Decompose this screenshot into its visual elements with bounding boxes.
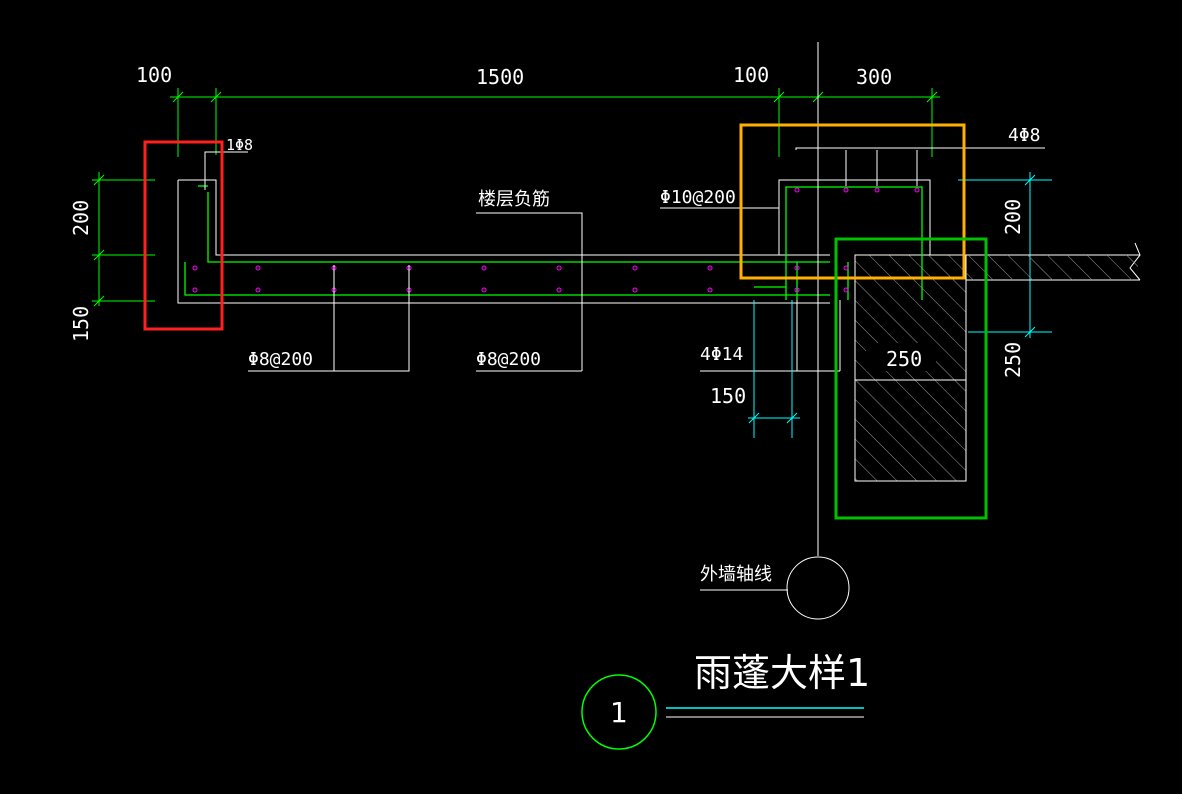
label-slab-bottom-left: Φ8@200 <box>248 349 313 370</box>
dim-left-150: 150 <box>69 306 93 342</box>
rebar-dots <box>192 187 920 293</box>
highlight-box-green <box>834 237 988 520</box>
beam-width-label: 250 <box>866 343 936 371</box>
wall-axis <box>786 42 850 620</box>
slab-outline <box>177 179 830 304</box>
label-beam-stirrup: Φ10@200 <box>660 187 736 208</box>
dim-right-200: 200 <box>1001 199 1025 235</box>
title-index-circle <box>581 674 657 750</box>
dim-top-300: 300 <box>856 65 892 89</box>
dim-right-250: 250 <box>1001 342 1025 378</box>
label-beam-bottom-rebar: 4Φ14 <box>700 344 743 365</box>
label-floor-negative-rebar: 楼层负筋 <box>478 189 550 210</box>
dim-top-1500: 1500 <box>476 65 524 89</box>
label-edge-rebar: 1Φ8 <box>226 136 253 154</box>
highlight-box-orange <box>739 123 966 280</box>
dim-top-100-left: 100 <box>136 63 172 87</box>
highlight-box-red <box>143 140 224 331</box>
drawing-title-block: 1 雨蓬大样1 <box>581 651 870 750</box>
dim-top-100-right: 100 <box>733 63 769 87</box>
label-slab-bottom-mid: Φ8@200 <box>476 349 541 370</box>
leader-lines <box>204 147 1045 591</box>
label-beam-top-rebar: 4Φ8 <box>1008 125 1041 146</box>
title-index: 1 <box>610 696 628 729</box>
top-dimension-chain <box>170 88 940 157</box>
dim-left-200: 200 <box>69 200 93 236</box>
dim-offset-150: 150 <box>710 384 746 408</box>
slab-rebar <box>184 185 830 296</box>
label-outer-wall-axis: 外墙轴线 <box>700 564 772 585</box>
offset-dimension <box>748 300 800 438</box>
dim-beam-width-250: 250 <box>886 347 922 371</box>
drawing-title: 雨蓬大样1 <box>694 651 870 695</box>
right-dimension-chain <box>958 172 1052 338</box>
